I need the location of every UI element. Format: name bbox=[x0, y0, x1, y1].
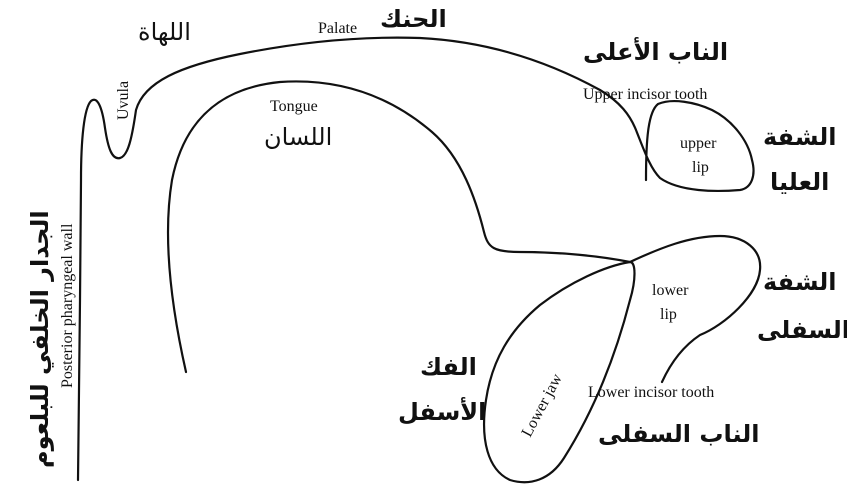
lower-lip-label-en-2: lip bbox=[660, 306, 677, 323]
upper-lip-label-ar-2: العليا bbox=[770, 168, 829, 196]
pharynx-label-ar: الجدار الخلفي للبلعوم bbox=[26, 210, 54, 468]
uvula-label-en: Uvula bbox=[115, 81, 132, 120]
lower-lip-label-ar-1: الشفة bbox=[763, 268, 837, 296]
palate-label-en: Palate bbox=[318, 20, 357, 37]
upper-lip-label-ar-1: الشفة bbox=[763, 123, 837, 151]
palate-label-ar: الحنك bbox=[380, 5, 447, 33]
upper-lip-label-en-2: lip bbox=[692, 159, 709, 176]
lower-jaw-label-ar-1: الفك bbox=[420, 353, 477, 381]
lower-jaw-label-en: Lower jaw bbox=[519, 371, 567, 440]
tongue-outline bbox=[166, 80, 632, 374]
upper-incisor-label-ar: الناب الأعلى bbox=[583, 37, 728, 66]
lower-jaw-label-ar-2: الأسفل bbox=[398, 397, 486, 426]
lower-lip-label-ar-2: السفلى bbox=[757, 316, 847, 344]
uvula-label-ar: اللهاة bbox=[138, 18, 191, 46]
pharynx-label-en: Posterior pharyngeal wall bbox=[59, 223, 76, 388]
lower-jaw-outline bbox=[482, 260, 636, 484]
tongue-label-en: Tongue bbox=[270, 98, 318, 115]
lower-incisor-label-ar: الناب السفلى bbox=[598, 420, 760, 448]
tongue-label-ar: اللسان bbox=[264, 123, 332, 151]
lower-incisor-label-en: Lower incisor tooth bbox=[588, 384, 714, 401]
lower-lip-label-en-1: lower bbox=[652, 282, 689, 299]
upper-incisor-label-en: Upper incisor tooth bbox=[583, 86, 707, 103]
pharynx-palate-outline bbox=[76, 36, 755, 482]
lower-lip-outline bbox=[628, 234, 762, 384]
upper-lip-label-en-1: upper bbox=[680, 135, 717, 152]
